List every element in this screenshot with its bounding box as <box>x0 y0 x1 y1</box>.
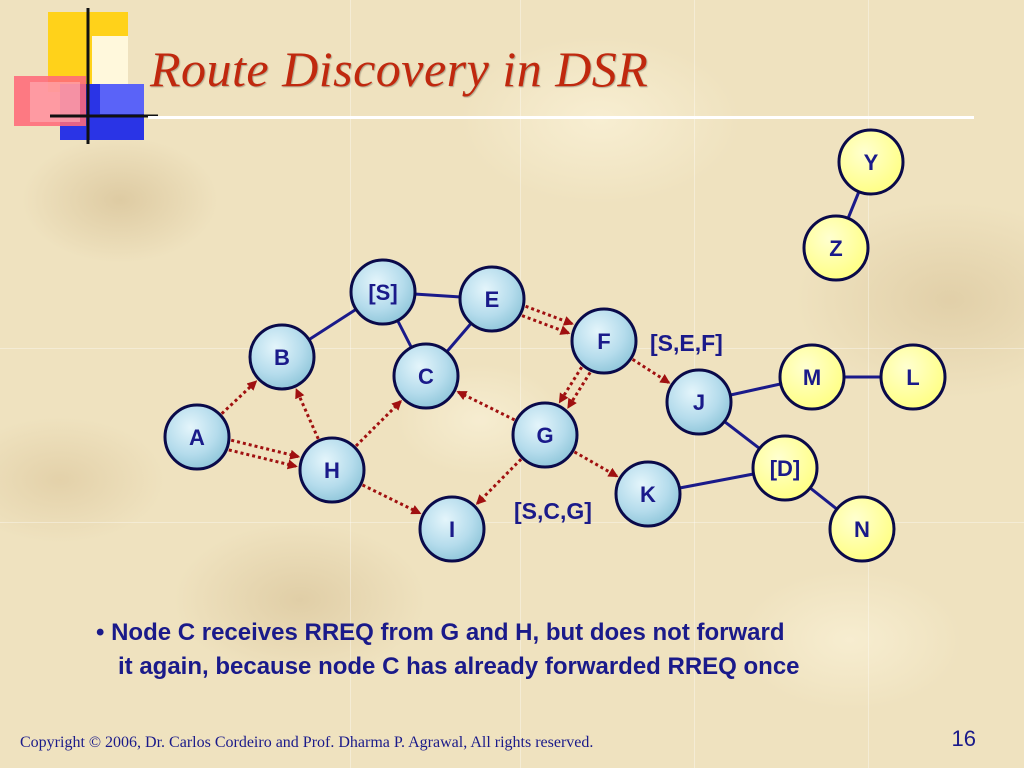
node-label-b: B <box>274 345 290 370</box>
node-circle-d <box>751 434 819 502</box>
caption-line-1: • Node C receives RREQ from G and H, but… <box>96 619 785 646</box>
node-label-s: [S] <box>368 280 397 305</box>
grid-line <box>0 348 1024 349</box>
grid-line <box>0 522 1024 523</box>
node-label-z: Z <box>829 236 842 261</box>
node-a: A <box>163 403 231 471</box>
rreq-arrow-e-f-2 <box>521 314 571 335</box>
node-circle-i <box>418 495 486 563</box>
node-label-j: J <box>693 390 705 415</box>
rreq-arrow-f-j <box>631 358 671 384</box>
node-circle-z <box>802 214 870 282</box>
rreq-arrows-layer <box>220 304 671 515</box>
node-label-l: L <box>906 365 919 390</box>
white-square <box>92 36 128 92</box>
node-i: I <box>418 495 486 563</box>
node-f: F <box>570 307 638 375</box>
grid-line <box>868 0 869 768</box>
node-g: G <box>511 401 579 469</box>
node-circle-h <box>298 436 366 504</box>
node-l: L <box>879 343 947 411</box>
nodes-layer: [S] E B C F A G H I K J M L [D] N Y Z <box>163 128 947 563</box>
node-label-a: A <box>189 425 205 450</box>
node-label-f: F <box>597 329 610 354</box>
grid-line <box>350 0 351 768</box>
node-n: N <box>828 495 896 563</box>
node-circle-b <box>248 323 316 391</box>
rreq-arrow-g-i <box>475 458 523 505</box>
node-label-g: G <box>536 423 553 448</box>
node-circle-k <box>614 460 682 528</box>
node-b: B <box>248 323 316 391</box>
node-label-e: E <box>485 287 500 312</box>
node-circle-j <box>665 368 733 436</box>
node-circle-m <box>778 343 846 411</box>
node-label-h: H <box>324 458 340 483</box>
node-h: H <box>298 436 366 504</box>
route-label-sef: [S,E,F] <box>650 330 723 356</box>
node-circle-y <box>837 128 905 196</box>
node-circle-f <box>570 307 638 375</box>
node-circle-n <box>828 495 896 563</box>
node-label-y: Y <box>864 150 879 175</box>
node-label-k: K <box>640 482 656 507</box>
node-label-i: I <box>449 517 455 542</box>
rreq-arrow-h-i <box>361 483 422 515</box>
rreq-arrow-e-f-1 <box>525 304 574 326</box>
rreq-arrow-h-c <box>354 400 402 448</box>
rreq-arrow-g-c <box>456 390 516 422</box>
node-e: E <box>458 265 526 333</box>
node-circle-l <box>879 343 947 411</box>
node-k: K <box>614 460 682 528</box>
node-label-n: N <box>854 517 870 542</box>
node-d: [D] <box>751 434 819 502</box>
node-s: [S] <box>349 258 417 326</box>
rreq-arrow-h-b <box>295 388 320 440</box>
node-y: Y <box>837 128 905 196</box>
decorative-squares-logo <box>14 8 158 144</box>
node-label-m: M <box>803 365 821 390</box>
node-c: C <box>392 342 460 410</box>
light-blue-square <box>100 84 144 114</box>
title-underline <box>148 116 974 119</box>
copyright-footer: Copyright © 2006, Dr. Carlos Cordeiro an… <box>20 734 594 751</box>
node-circle-e <box>458 265 526 333</box>
rreq-arrow-f-g-2 <box>558 366 583 404</box>
node-label-c: C <box>418 364 434 389</box>
node-circle-c <box>392 342 460 410</box>
node-circle-a <box>163 403 231 471</box>
node-circle-g <box>511 401 579 469</box>
slide-title: Route Discovery in DSR <box>150 41 649 97</box>
caption-text: • Node C receives RREQ from G and H, but… <box>96 616 956 684</box>
rreq-arrow-a-b <box>220 380 258 415</box>
node-z: Z <box>802 214 870 282</box>
node-j: J <box>665 368 733 436</box>
rreq-arrow-g-k <box>573 450 619 478</box>
node-m: M <box>778 343 846 411</box>
node-label-d: [D] <box>770 456 801 481</box>
node-circle-s <box>349 258 417 326</box>
grid-line <box>520 0 521 768</box>
route-label-scg: [S,C,G] <box>514 498 592 524</box>
caption-line-2: it again, because node C has already for… <box>118 653 800 680</box>
page-number: 16 <box>951 726 976 751</box>
rreq-arrow-f-g-1 <box>567 371 592 409</box>
